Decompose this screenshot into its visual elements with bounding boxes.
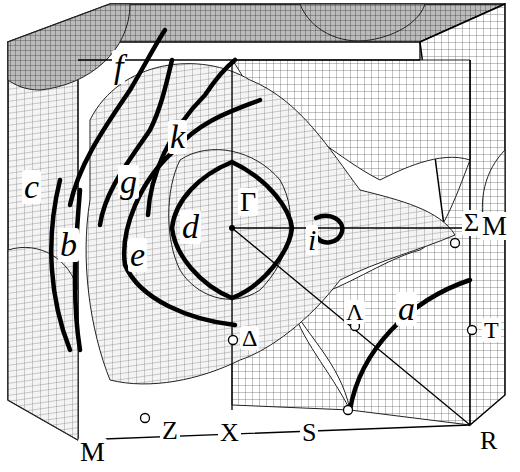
symmetry-point-label: Λ [344,300,365,324]
symmetry-point-label: Σ [462,210,481,236]
sheet-label: k [168,120,187,154]
sheet-label: c [22,170,41,204]
symmetry-point-label: R [478,428,499,454]
symmetry-point-label: Δ [240,326,259,350]
symmetry-point-label: T [482,318,501,342]
symmetry-point-label: Γ [238,188,258,216]
sheet-label: e [128,238,147,272]
sheet-label: a [396,292,417,326]
sheet-label: d [180,210,201,244]
symmetry-point-label: Z [160,418,180,444]
sheet-label: i [306,225,318,255]
symmetry-point-label: M [480,212,509,240]
symmetry-point-label: S [300,420,318,446]
sheet-label: g [118,165,139,199]
symmetry-point-label: X [218,420,241,446]
sheet-label: b [58,228,79,262]
symmetry-point-label: M [78,438,107,466]
sheet-label: f [112,50,125,84]
